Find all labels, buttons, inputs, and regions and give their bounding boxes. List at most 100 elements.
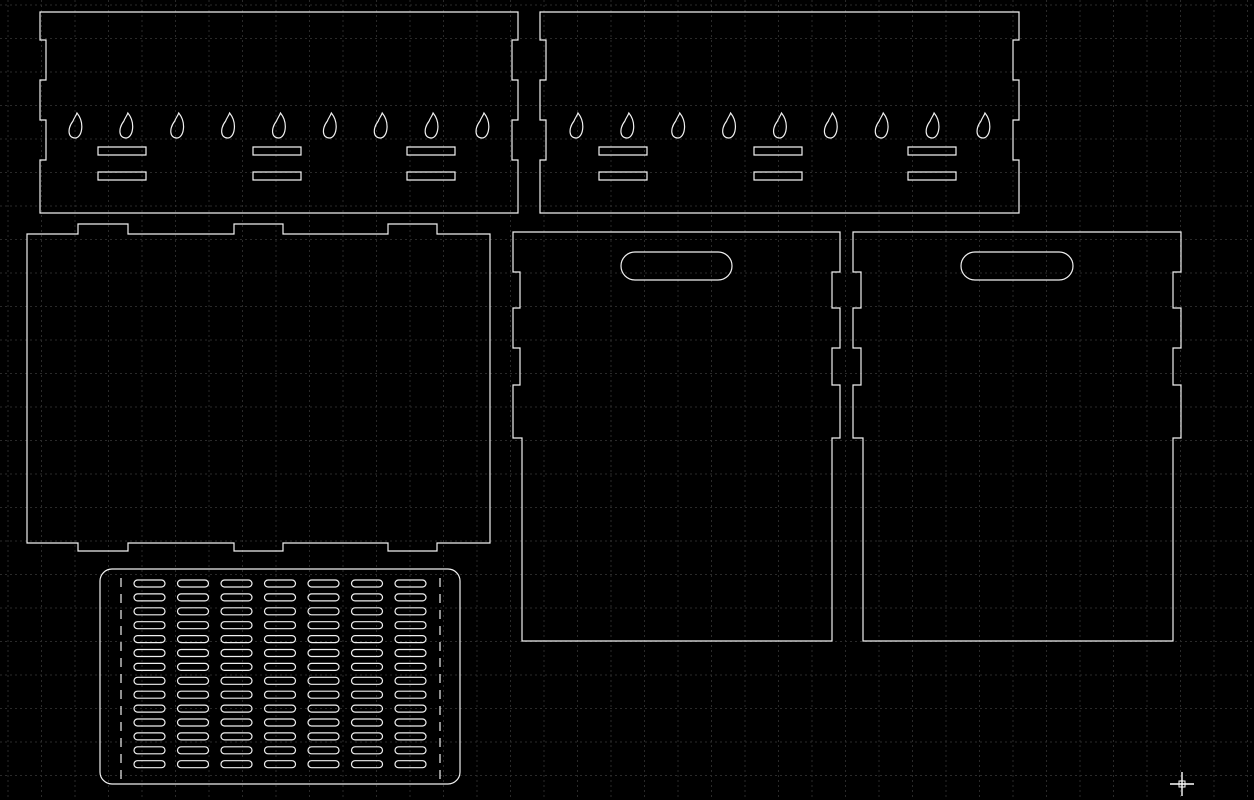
- long-side-wall-2: [539, 11, 1020, 214]
- grate-slot: [176, 579, 210, 588]
- flame-vent: [221, 111, 235, 139]
- grate-slot: [394, 579, 427, 588]
- grate-slot: [350, 607, 384, 616]
- grate-slot: [307, 593, 340, 602]
- grate-slot: [263, 621, 297, 630]
- flame-vent-row: [68, 111, 490, 139]
- flame-vent: [68, 111, 83, 139]
- flame-vent: [925, 111, 940, 139]
- grate-slot: [307, 648, 340, 658]
- grate-slot: [263, 704, 297, 713]
- grate-slot: [220, 690, 253, 699]
- grate-slot: [133, 593, 166, 602]
- flame-vent: [620, 111, 635, 139]
- grate-slot: [133, 690, 166, 699]
- grate-slot: [176, 746, 210, 755]
- grate-slot: [133, 579, 166, 588]
- grate-slot: [394, 634, 427, 644]
- grate-support-slot: [907, 146, 957, 156]
- grate-slot: [176, 607, 210, 616]
- grate-slot: [176, 634, 210, 644]
- grate-slot: [263, 662, 297, 672]
- grate-slot: [220, 732, 253, 741]
- grate-slot: [263, 634, 297, 644]
- flame-vent: [569, 111, 584, 139]
- flame-vent: [773, 111, 787, 139]
- grate-slot: [220, 579, 253, 588]
- flame-vent: [322, 111, 337, 139]
- end-wall-1: [512, 231, 841, 642]
- grate-slot: [176, 662, 210, 672]
- grate-slot: [220, 704, 253, 713]
- grate-slot: [176, 621, 210, 630]
- flame-vent: [170, 111, 185, 139]
- end-wall-2: [852, 231, 1182, 642]
- grate-slot: [133, 746, 166, 755]
- grate-slot: [176, 704, 210, 713]
- grate-slot: [307, 690, 340, 699]
- grate-slot: [307, 718, 340, 727]
- handle-slot: [960, 251, 1074, 281]
- grate-slot: [394, 676, 427, 685]
- grate-slot: [307, 760, 340, 769]
- grate-support-slot: [598, 171, 648, 181]
- flame-vent: [119, 111, 134, 139]
- grate-slot: [350, 579, 384, 588]
- long-side-wall-1: [39, 11, 519, 214]
- grate-slot: [307, 732, 340, 741]
- base-plate: [26, 223, 491, 552]
- grate-slot: [220, 593, 253, 602]
- flame-vent: [671, 111, 686, 139]
- grate-slot: [307, 662, 340, 672]
- grate-slot: [176, 760, 210, 769]
- grate-support-slot: [252, 171, 302, 181]
- grate-support-slot: [598, 146, 648, 156]
- grate-slot: [263, 760, 297, 769]
- grate-slot: [220, 746, 253, 755]
- grate-slot: [133, 621, 166, 630]
- handle-slot: [620, 251, 733, 281]
- grate-slot: [394, 648, 427, 658]
- grate-support-slots: [97, 146, 456, 181]
- grate-slot: [220, 607, 253, 616]
- grate-slot: [350, 704, 384, 713]
- grate-slot: [394, 704, 427, 713]
- grate-slot: [220, 718, 253, 727]
- grate-support-slot: [97, 146, 147, 156]
- grate-slot: [133, 634, 166, 644]
- grate-slot: [394, 718, 427, 727]
- grate-slot: [350, 732, 384, 741]
- grate-slot: [263, 593, 297, 602]
- grate-slot: [220, 621, 253, 630]
- grate-slot: [307, 676, 340, 685]
- grate-slot: [394, 746, 427, 755]
- grate-slot: [263, 732, 297, 741]
- flame-vent: [272, 111, 286, 139]
- grate-slot: [307, 621, 340, 630]
- grate-slot: [263, 746, 297, 755]
- base-plate-outline: [26, 223, 491, 552]
- grate-slot: [350, 593, 384, 602]
- grate-slot: [133, 760, 166, 769]
- grate-slot: [394, 607, 427, 616]
- grate-slot: [350, 648, 384, 658]
- grate-slot: [307, 704, 340, 713]
- flame-vent: [722, 111, 736, 139]
- grate-slot: [220, 662, 253, 672]
- grate-slot: [133, 718, 166, 727]
- grate-slot: [263, 718, 297, 727]
- grate-outline: [99, 568, 461, 785]
- grate-slot: [220, 676, 253, 685]
- grate-slot: [133, 704, 166, 713]
- grate-slot: [220, 634, 253, 644]
- grate-slot-array: [133, 579, 427, 769]
- grate-slot: [394, 621, 427, 630]
- grate-support-slots: [598, 146, 957, 181]
- grate-slot: [394, 662, 427, 672]
- grate-slot: [133, 662, 166, 672]
- grate-slot: [176, 648, 210, 658]
- flame-vent: [475, 111, 490, 139]
- grate-slot: [133, 648, 166, 658]
